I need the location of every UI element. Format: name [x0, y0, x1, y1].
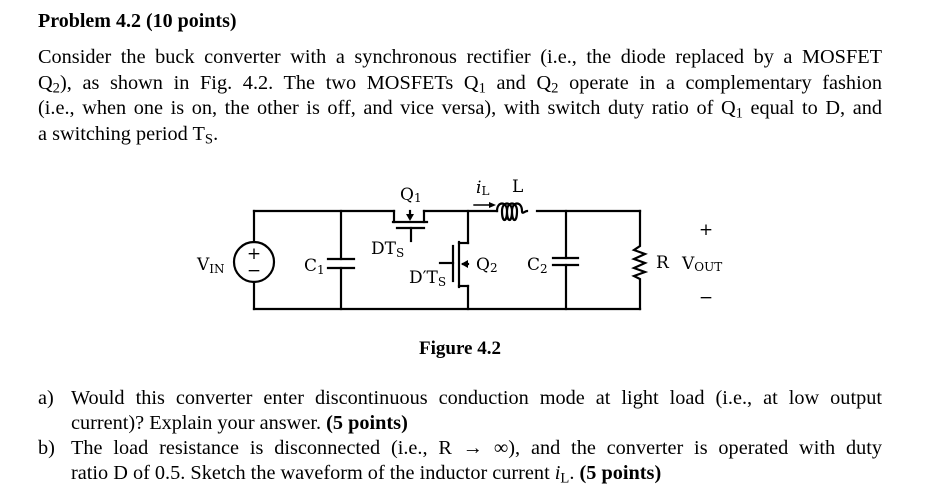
intro-line: Consider the buck converter with a synch… — [38, 46, 882, 68]
question-a-line: Would this converter enter discontinuous… — [71, 387, 882, 409]
problem-title: Problem 4.2 (10 points) — [38, 10, 237, 32]
figure-caption: Figure 4.2 — [419, 338, 501, 359]
q1-gate-label: DTS — [371, 239, 404, 260]
c1-label: C1 — [304, 256, 325, 277]
q1-label: Q1 — [400, 185, 422, 205]
resistor-icon — [631, 209, 649, 311]
subscript: 2 — [551, 80, 559, 97]
source-plus: + — [247, 244, 261, 264]
vout-minus: − — [699, 288, 713, 308]
subscript: 2 — [52, 80, 60, 97]
il-label: iL — [476, 178, 489, 198]
italic-symbol: i — [554, 462, 561, 484]
question-a-label: a) — [38, 387, 54, 409]
points-label: (5 points) — [326, 412, 408, 434]
q1-arrow-icon — [406, 214, 414, 221]
subscript: L — [560, 470, 570, 487]
inductor-icon — [495, 202, 529, 222]
q2-arrow-icon — [461, 260, 468, 268]
resistor-label: R — [656, 253, 670, 273]
vout-label: VOUT — [681, 254, 722, 274]
c2-label: C2 — [527, 255, 548, 276]
intro-line: (i.e., when one is on, the other is off,… — [38, 97, 882, 122]
subscript: 1 — [478, 80, 486, 97]
subscript: S — [204, 131, 214, 148]
subscript: 1 — [735, 105, 743, 122]
intro-line: Q2), as shown in Fig. 4.2. The two MOSFE… — [38, 72, 882, 97]
vout-plus: + — [699, 220, 713, 240]
vin-label: VIN — [196, 255, 225, 276]
question-b-label: b) — [38, 437, 55, 459]
question-b-line: The load resistance is disconnected (i.e… — [71, 437, 882, 459]
source-minus: − — [247, 261, 261, 281]
q2-label: Q2 — [476, 255, 498, 275]
il-arrowhead — [489, 202, 496, 208]
q2-gate-label: D′TS — [409, 268, 446, 289]
inductor-label: L — [512, 177, 523, 197]
question-a-line: current)? Explain your answer. (5 points… — [71, 412, 408, 434]
points-label: (5 points) — [579, 462, 662, 484]
intro-line: a switching period TS. — [38, 123, 219, 148]
question-b-line: ratio D of 0.5. Sketch the waveform of t… — [71, 462, 662, 487]
vin-source-icon — [232, 240, 276, 284]
